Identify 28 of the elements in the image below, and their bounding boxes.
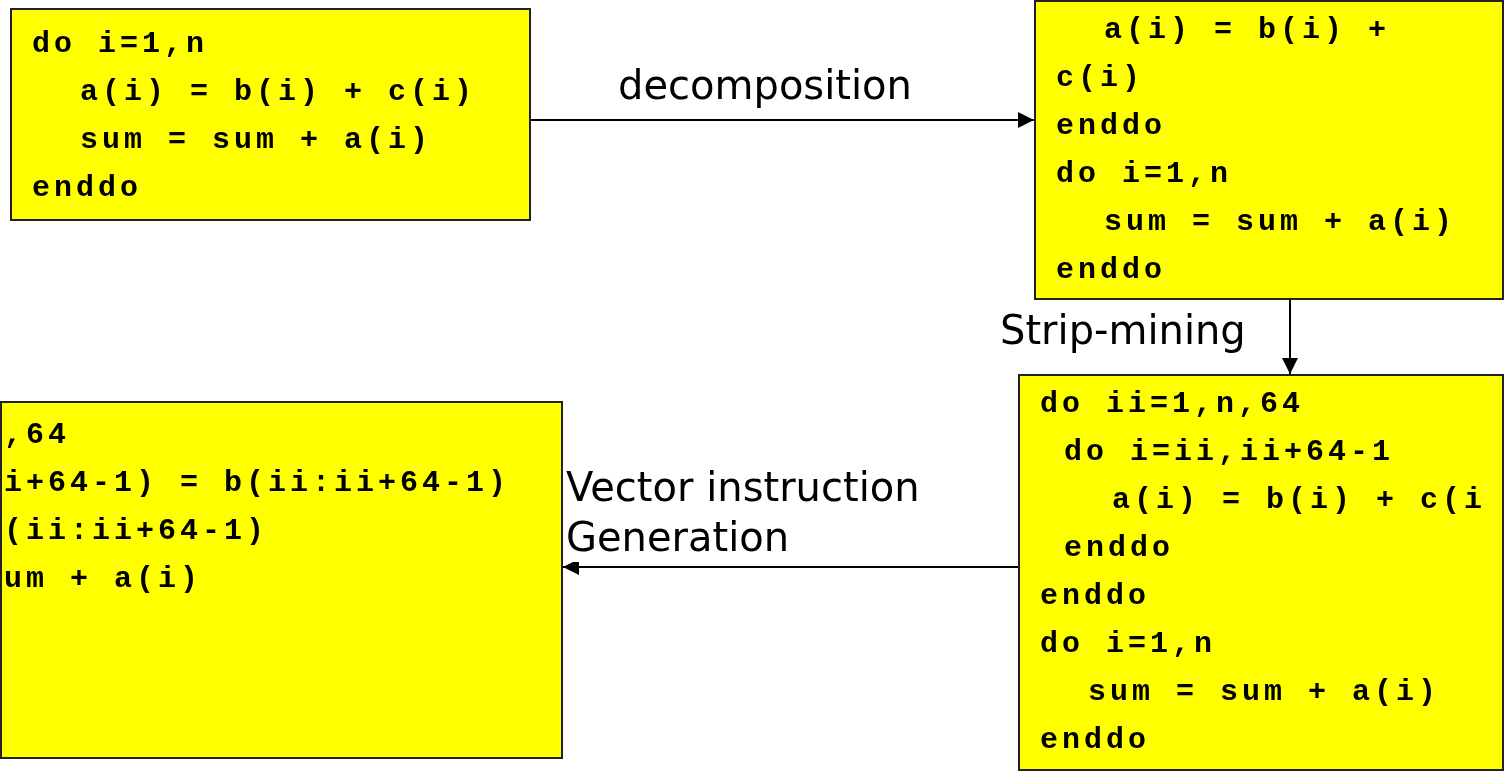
code-line: sum = sum + a(i) <box>79 122 434 159</box>
code-line: a(i) = b(i) + c(i) <box>79 74 478 111</box>
code-line: do i=1,n <box>1056 156 1234 193</box>
code-line: enddo <box>1040 722 1151 759</box>
code-line: enddo <box>1056 108 1167 145</box>
code-box <box>1034 0 1504 300</box>
code-box <box>0 401 563 759</box>
arrow <box>530 112 1035 128</box>
code-line: enddo <box>1040 578 1151 615</box>
code-line: sum = sum + a(i) <box>1103 204 1458 241</box>
code-line: ,64 <box>4 417 71 454</box>
code-line: c(i) <box>1056 60 1145 97</box>
code-line: i+64-1) = b(ii:ii+64-1) <box>4 465 512 502</box>
code-line: enddo <box>1056 252 1167 289</box>
code-line: sum = sum + a(i) <box>1087 674 1442 711</box>
code-line: do ii=1,n,64 <box>1040 386 1306 423</box>
code-line: a(i) = b(i) + <box>1103 12 1392 49</box>
code-line: um + a(i) <box>4 561 204 598</box>
code-line: do i=ii,ii+64-1 <box>1063 434 1396 471</box>
code-line: a(i) = b(i) + c(i <box>1111 482 1488 519</box>
code-line: enddo <box>1063 530 1175 567</box>
code-line: do i=1,n <box>32 26 210 63</box>
code-box <box>10 8 531 221</box>
code-line: do i=1,n <box>1040 626 1218 663</box>
code-line: (ii:ii+64-1) <box>4 513 270 550</box>
code-line: enddo <box>32 170 143 207</box>
code-box <box>1018 374 1504 771</box>
arrow <box>1282 299 1298 375</box>
